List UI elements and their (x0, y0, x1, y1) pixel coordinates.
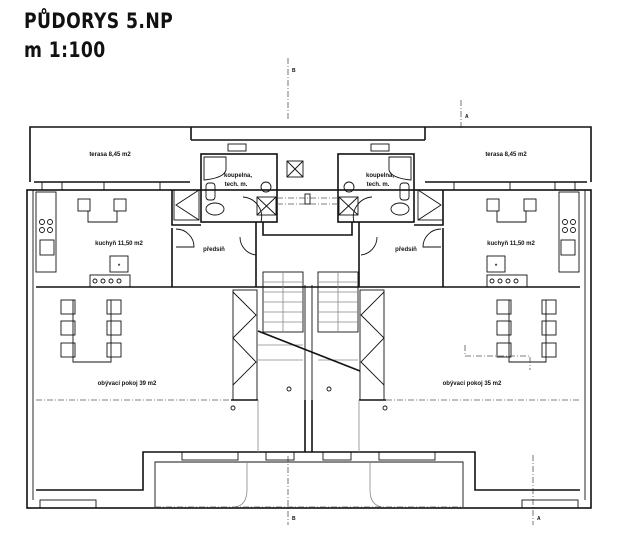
dining-table-left (60, 299, 122, 363)
exterior-walls (26, 126, 592, 509)
label-terrace-right: terasa 8,45 m2 (485, 152, 527, 158)
dining-table-right (464, 299, 557, 370)
label-hall-left: předsíň (203, 247, 225, 253)
shaft-and-ducts (277, 160, 338, 205)
label-bathroom-left: koupelna, (224, 173, 252, 179)
doors (175, 228, 442, 256)
drawing-scale: m 1:100 (24, 38, 106, 62)
interior-walls (171, 190, 444, 452)
svg-text:*: * (495, 264, 498, 270)
svg-text:B: B (292, 516, 296, 522)
windows (39, 143, 579, 509)
label-kitchen-right: kuchyň 11,50 m2 (487, 241, 535, 247)
label-living-left: obývací pokoj 39 m2 (98, 381, 157, 387)
wardrobes (173, 189, 444, 401)
bathroom-right (337, 153, 415, 223)
drawing-title: PŮDORYS 5.NP (24, 9, 174, 33)
svg-text:*: * (118, 264, 121, 270)
bathroom-left (200, 153, 278, 223)
svg-text:A: A (537, 516, 541, 522)
svg-text:A: A (465, 114, 469, 120)
staircase (230, 271, 388, 411)
kitchen-right: * (486, 191, 580, 288)
svg-text:B: B (292, 68, 296, 74)
label-terrace-left: terasa 8,45 m2 (89, 152, 131, 158)
kitchen-left: * (35, 191, 131, 288)
section-line-a: A A (460, 100, 541, 525)
label-bathroom-right: koupelna, (366, 173, 394, 179)
label-bathroom-right-2: tech. m. (367, 182, 390, 188)
label-hall-right: předsíň (395, 247, 417, 253)
label-living-right: obývací pokoj 35 m2 (443, 381, 502, 387)
label-kitchen-left: kuchyň 11,50 m2 (95, 241, 143, 247)
label-bathroom-left-2: tech. m. (225, 182, 248, 188)
section-line-b: B B (287, 58, 296, 525)
